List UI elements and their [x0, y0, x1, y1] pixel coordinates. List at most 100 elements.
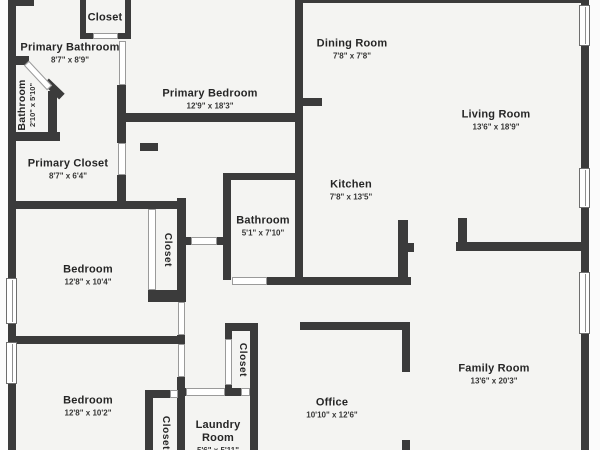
door-opening — [93, 33, 118, 39]
wall-segment — [581, 208, 589, 272]
wall-segment — [250, 323, 258, 450]
door-opening — [241, 388, 250, 396]
room-name-family-room: Family Room — [458, 362, 530, 375]
wall-segment — [398, 243, 414, 252]
room-name-kitchen: Kitchen — [330, 178, 372, 191]
wall-segment — [581, 46, 589, 168]
room-dimensions-primary-bedroom: 12'9" x 18'3" — [186, 101, 234, 111]
wall-segment — [177, 198, 186, 302]
wall-segment — [581, 334, 589, 450]
wall-segment — [402, 322, 410, 372]
room-name-primary-bathroom: Primary Bathroom — [20, 41, 120, 54]
wall-segment — [225, 323, 258, 331]
room-dimensions-primary-bathroom: 8'7" x 8'9" — [50, 55, 90, 65]
door-opening — [191, 237, 217, 245]
room-dimensions-living-room: 13'6" x 18'9" — [472, 122, 520, 132]
room-dimensions-dining-room: 7'8" x 7'8" — [332, 51, 372, 61]
wall-segment — [177, 377, 185, 450]
wall-segment — [148, 290, 186, 302]
wall-segment — [117, 85, 126, 143]
window — [579, 272, 590, 334]
room-name-dining-room: Dining Room — [316, 37, 388, 50]
room-dimensions-laundry-room: 5'6" x 5'11" — [187, 446, 249, 450]
wall-segment — [8, 0, 34, 6]
wall-segment — [8, 201, 183, 209]
wall-segment — [16, 56, 29, 65]
wall-segment — [125, 0, 131, 39]
room-name-office: Office — [315, 396, 349, 409]
wall-segment — [295, 0, 303, 285]
room-dimensions-bedroom-1: 12'8" x 10'4" — [64, 277, 112, 287]
room-name-closet-1: Closet — [161, 232, 173, 268]
wall-segment — [117, 33, 131, 39]
room-dimensions-bedroom-2: 12'8" x 10'2" — [64, 408, 112, 418]
wall-segment — [267, 277, 411, 285]
wall-segment — [300, 322, 410, 330]
wall-segment — [458, 218, 467, 244]
wall-segment — [177, 335, 185, 344]
room-name-closet-2: Closet — [236, 342, 248, 378]
room-name-closet-3: Closet — [159, 415, 171, 450]
door-opening — [178, 344, 185, 377]
wall-segment — [80, 0, 86, 39]
room-dimensions-office: 10'10" x 12'6" — [306, 410, 358, 420]
exterior-margin-right — [589, 0, 600, 450]
wall-segment — [456, 242, 581, 251]
door-opening — [170, 390, 178, 398]
room-dimensions-bathroom-main: 5'1" x 7'10" — [241, 228, 285, 238]
room-dimensions-family-room: 13'6" x 20'3" — [470, 376, 518, 386]
room-name-bathroom-main: Bathroom — [236, 214, 290, 227]
wall-segment — [223, 173, 231, 280]
wall-segment — [217, 237, 224, 245]
room-dimensions-kitchen: 7'8" x 13'5" — [329, 192, 373, 202]
wall-segment — [225, 388, 241, 396]
wall-segment — [48, 91, 57, 133]
room-label-closet-1: Closet — [161, 233, 173, 267]
wall-segment — [223, 173, 295, 180]
room-dimensions-bathroom-side: 2'10" x 5'10" — [28, 82, 38, 128]
wall-segment — [296, 98, 322, 106]
window — [579, 168, 590, 208]
room-name-bedroom-2: Bedroom — [63, 394, 113, 407]
wall-segment — [185, 237, 191, 245]
wall-segment — [140, 143, 158, 151]
room-label-laundry-room: Laundry Room 5'6" x 5'11" — [187, 419, 249, 450]
wall-segment — [8, 384, 16, 450]
room-dimensions-primary-closet: 8'7" x 6'4" — [48, 171, 88, 181]
door-opening — [178, 302, 185, 335]
wall-segment — [8, 132, 60, 141]
room-name-bedroom-1: Bedroom — [63, 263, 113, 276]
door-opening — [119, 41, 126, 85]
window — [6, 278, 17, 324]
door-opening — [148, 209, 156, 290]
room-name-closet-top: Closet — [87, 11, 123, 24]
wall-segment — [126, 113, 303, 122]
wall-segment — [8, 324, 16, 342]
door-opening — [225, 339, 232, 385]
room-name-living-room: Living Room — [461, 108, 531, 121]
wall-segment — [225, 331, 232, 340]
window — [579, 5, 590, 46]
room-name-primary-closet: Primary Closet — [27, 157, 109, 170]
wall-segment — [402, 440, 410, 450]
door-opening — [186, 388, 225, 396]
exterior-margin-left — [0, 0, 8, 450]
room-name-bathroom-side: Bathroom — [15, 79, 28, 131]
wall-segment — [296, 0, 589, 3]
wall-segment — [177, 388, 186, 396]
window — [6, 342, 17, 384]
wall-segment — [581, 0, 589, 6]
room-name-laundry-room: Laundry Room — [195, 418, 241, 444]
